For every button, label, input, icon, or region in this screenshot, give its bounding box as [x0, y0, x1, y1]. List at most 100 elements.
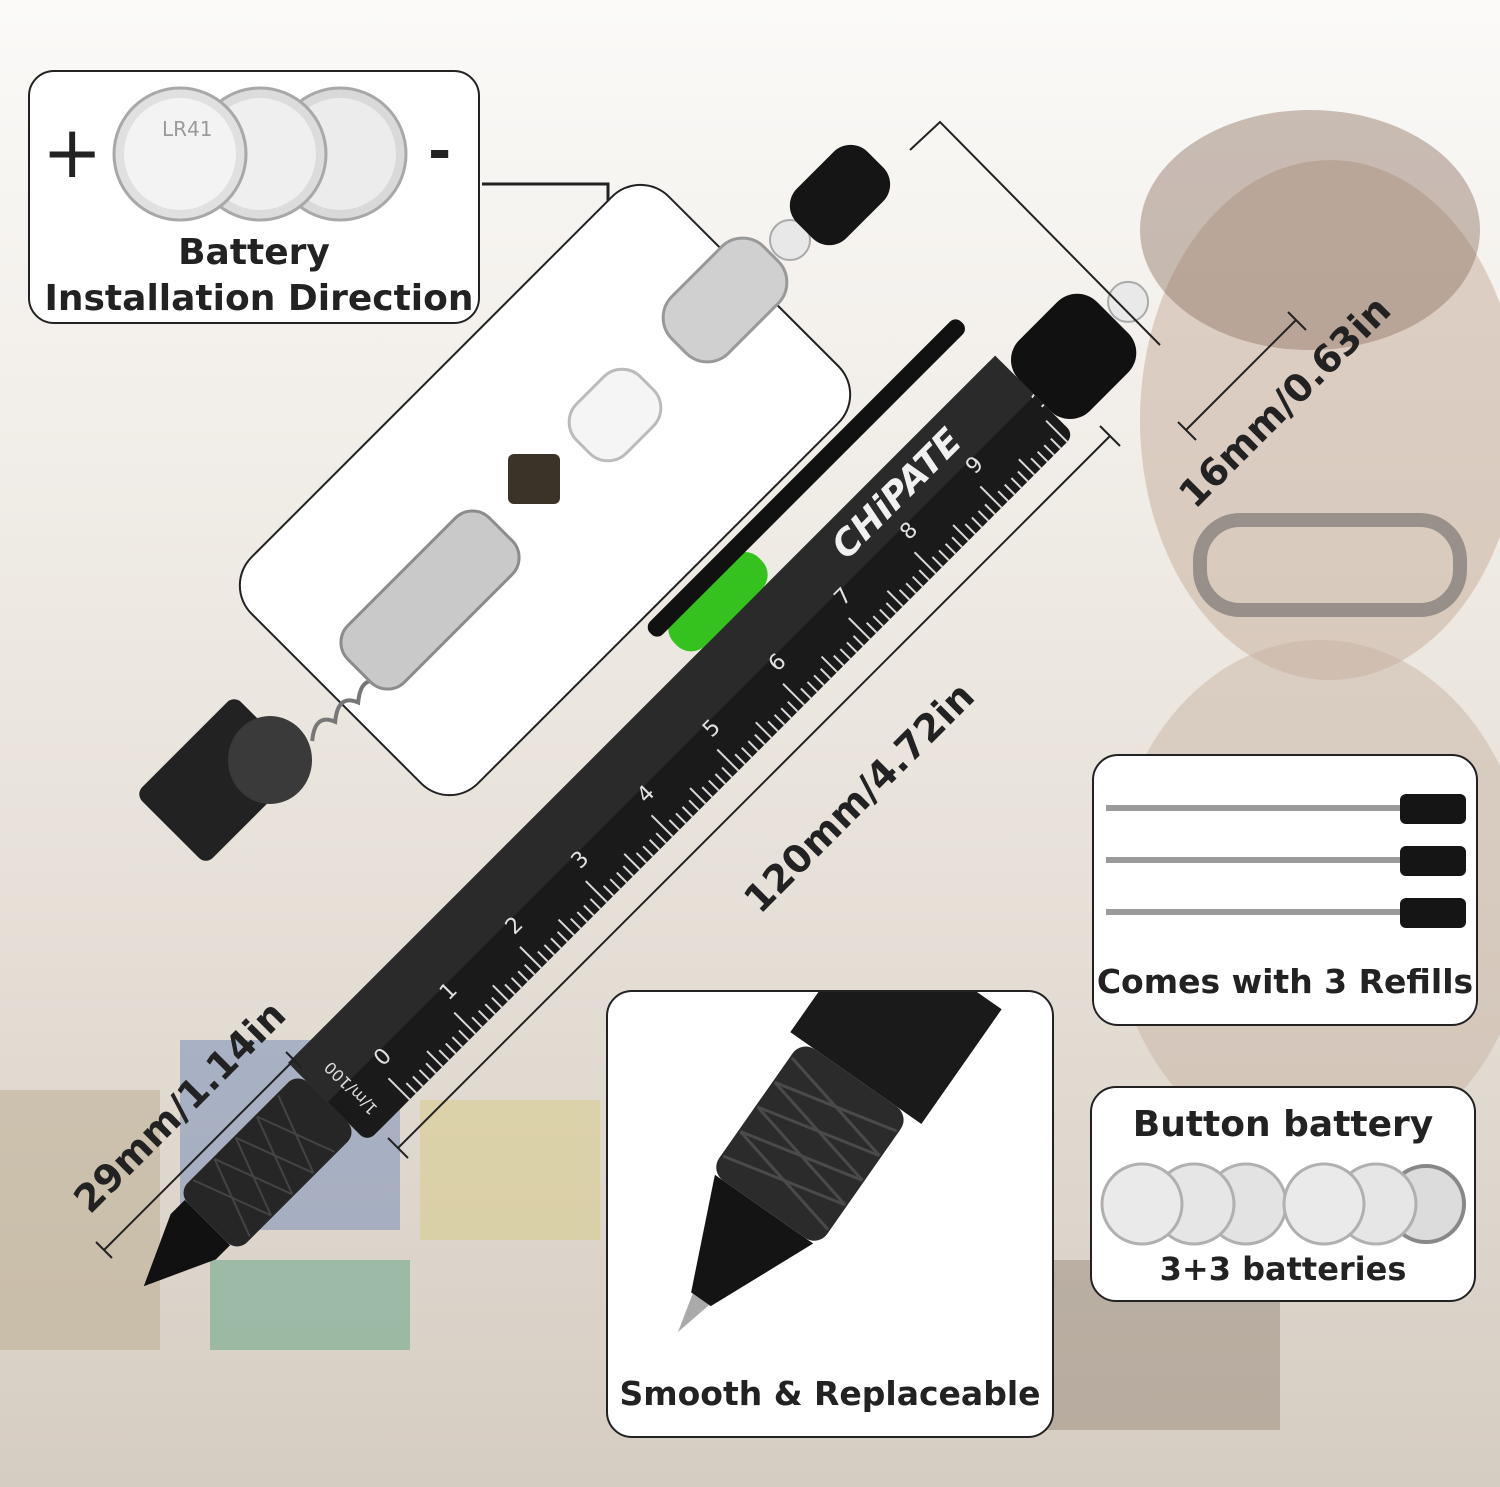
ruler-tick: [1045, 420, 1068, 443]
ruler-tick: [938, 549, 950, 562]
ruler-tick: [952, 524, 970, 542]
diameter-label: 16mm/0.63in: [1170, 287, 1399, 516]
ruler-tick: [477, 1010, 490, 1022]
ruler-tick: [458, 1029, 470, 1042]
ruler-tick: [543, 944, 556, 956]
ruler-tick: [984, 503, 996, 515]
ruler-tick: [519, 946, 542, 969]
ruler-tick: [848, 617, 871, 640]
ruler-tick: [655, 832, 667, 844]
ruler-tick: [885, 602, 897, 614]
ruler-tick: [425, 1062, 437, 1074]
length-label: 120mm/4.72in: [735, 674, 983, 922]
knurled-grip-closeup: [716, 1046, 904, 1241]
cone-tip: [691, 1174, 814, 1307]
spring-part: [310, 679, 382, 742]
pen-top-cap: [1010, 293, 1137, 420]
ruler-tick: [944, 543, 957, 555]
ruler-tick: [754, 733, 766, 746]
ruler-tick: [767, 720, 779, 732]
ruler-tick: [977, 510, 990, 522]
ruler-tick: [839, 648, 851, 660]
cell-label: LR41: [162, 117, 213, 141]
battery-tube-part: [339, 509, 521, 691]
ruler-tick: [491, 996, 503, 1009]
ruler-tick: [716, 748, 740, 772]
ruler-tick: [918, 569, 930, 581]
ruler-tick: [1018, 458, 1036, 476]
tip-caption: Smooth & Replaceable: [619, 1374, 1041, 1413]
ruler-tick: [471, 1016, 483, 1028]
ruler-tick: [589, 898, 602, 910]
ruler-ticks: [387, 420, 1068, 1101]
ruler-tick: [714, 773, 727, 785]
ruler-tick: [800, 687, 812, 700]
ruler-tick: [510, 977, 523, 989]
pocket-clip: [647, 319, 965, 637]
ruler-tick: [782, 683, 805, 706]
button-battery-title: Button battery: [1132, 1104, 1434, 1145]
ruler-tick: [1036, 451, 1049, 463]
button-cell: [1100, 1162, 1184, 1246]
ruler-tick: [635, 852, 648, 864]
ruler-tick: [755, 721, 773, 739]
ruler-tick: [492, 984, 510, 1002]
end-cap-part: [139, 699, 312, 861]
ruler-tick: [971, 516, 983, 529]
ruler-tick: [1010, 477, 1022, 489]
ruler-tick: [675, 812, 687, 825]
refills-illustration: [1106, 794, 1466, 928]
refill: [1106, 794, 1466, 824]
ruler-tick: [616, 871, 628, 884]
knurled-grip: [183, 1078, 352, 1247]
ruler-tick: [1017, 470, 1029, 483]
refills-caption: Comes with 3 Refills: [1096, 962, 1474, 1001]
ruler-tick: [689, 787, 707, 805]
ruler-tick: [445, 1042, 457, 1055]
ruler-tick: [1030, 457, 1042, 469]
ruler-tick: [846, 641, 858, 654]
ballpoint-tip: [678, 1293, 710, 1332]
refill: [1106, 898, 1466, 928]
ruler-tick: [650, 814, 674, 838]
ruler-tick: [964, 523, 976, 535]
barrel-closeup: [790, 992, 1002, 1124]
bubble-level: [668, 552, 768, 652]
ruler-tick: [997, 490, 1009, 502]
ruler-tick: [820, 655, 838, 673]
ruler-tick: [701, 786, 713, 798]
insulator-part: [567, 367, 663, 463]
ruler-tick: [405, 1082, 417, 1094]
ruler-tick: [583, 904, 595, 917]
flashlight-cap-part: [789, 144, 891, 246]
ruler-tick: [387, 1077, 411, 1101]
ruler-tick: [780, 707, 792, 719]
pen-tip: [143, 1199, 231, 1287]
ruler-tick: [734, 753, 746, 765]
ruler-tick: [453, 1011, 477, 1035]
ruler-tick: [1043, 444, 1055, 456]
ruler-tick: [951, 536, 963, 548]
refill: [1106, 846, 1466, 876]
button-cell: [1282, 1162, 1366, 1246]
ruler-tick: [504, 983, 516, 996]
ruler-tick: [806, 681, 819, 693]
ruler-tick: [537, 950, 549, 963]
ruler-tick: [576, 911, 588, 923]
ruler-tick: [484, 1003, 496, 1015]
ruler-tick: [787, 700, 799, 713]
minus-sign: -: [428, 119, 452, 184]
battery-title-line1: Battery: [178, 232, 330, 273]
ruler-tick: [570, 917, 582, 930]
ruler-tick: [688, 799, 700, 811]
flashlight-led: [1107, 280, 1150, 323]
ruler-tick: [905, 582, 917, 594]
button-cell: LR41: [112, 86, 248, 222]
ruler-tick: [747, 740, 759, 752]
ruler-tick: [648, 839, 661, 851]
button-battery-caption: 3+3 batteries: [1159, 1250, 1407, 1288]
ruler-tick: [979, 485, 1003, 509]
ruler-tick: [623, 853, 641, 871]
